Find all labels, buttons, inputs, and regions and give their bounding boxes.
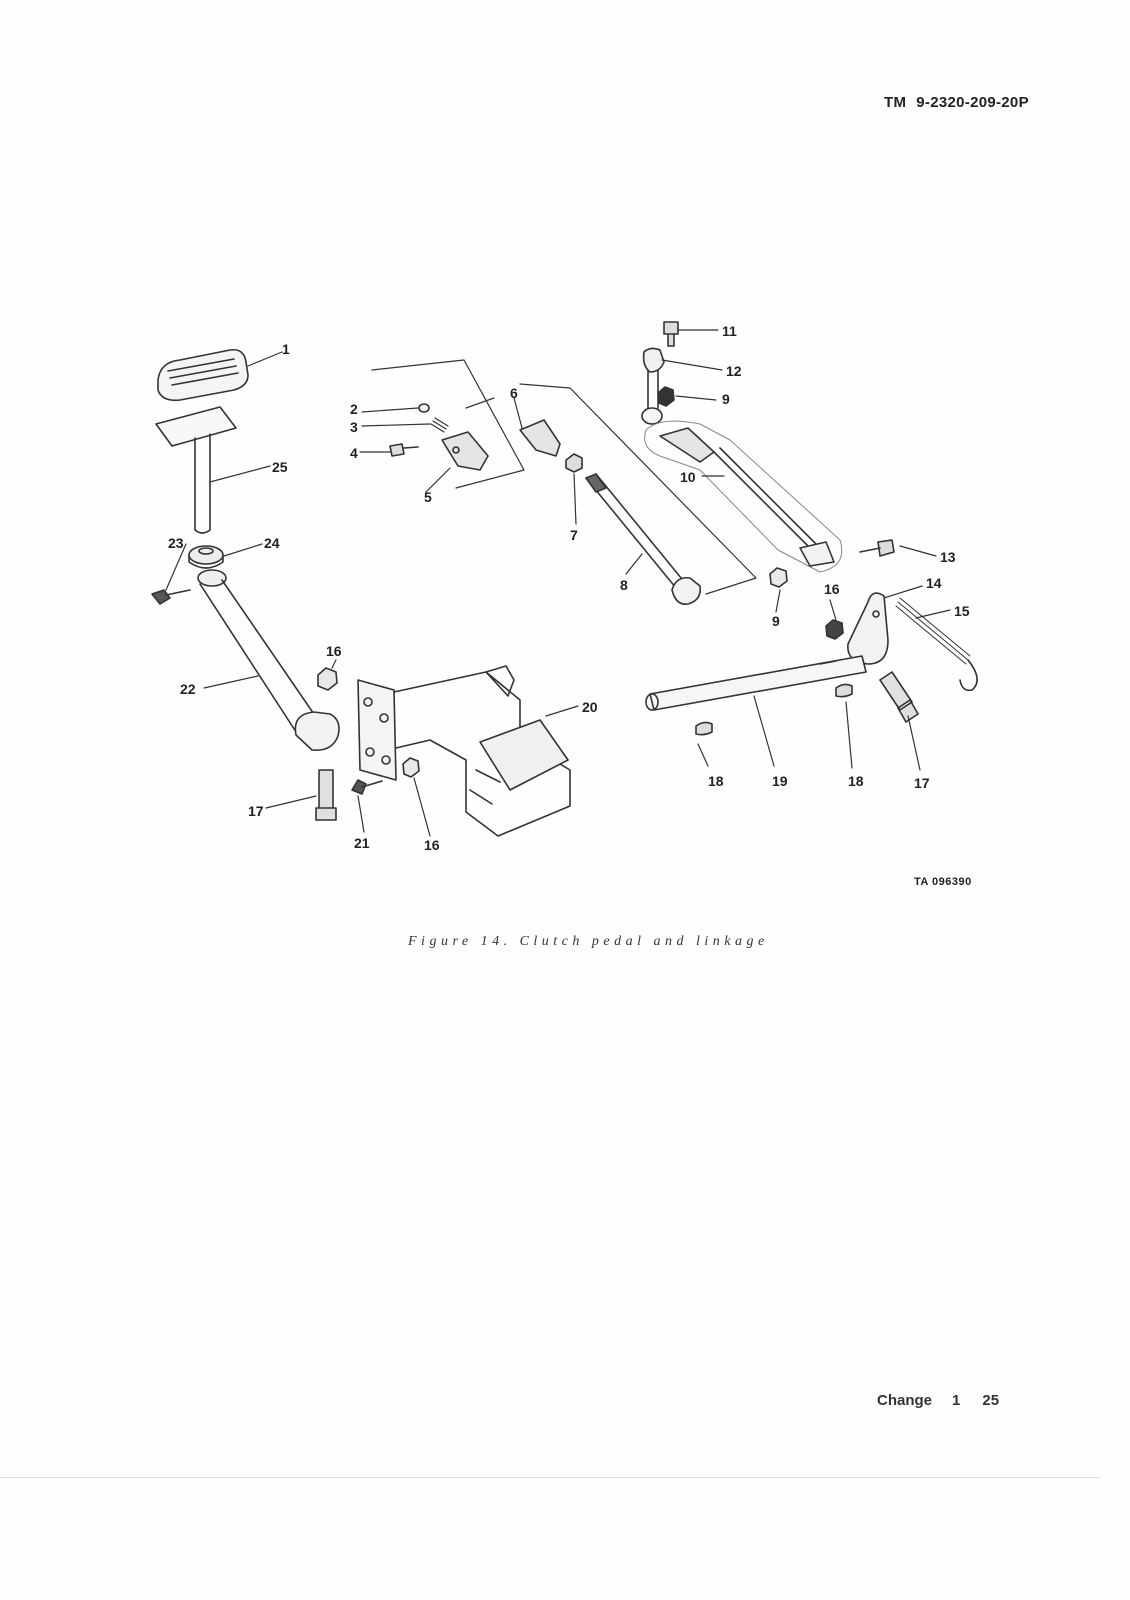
callout-1: 1 xyxy=(282,341,290,357)
figure-caption: Figure 14. Clutch pedal and linkage xyxy=(408,934,769,949)
callout-19: 19 xyxy=(772,773,788,789)
part-rod-8 xyxy=(585,473,702,606)
callout-20: 20 xyxy=(582,699,598,715)
change-label: Change xyxy=(877,1392,933,1409)
tm-number-header: TM 9-2320-209-20P xyxy=(884,94,1029,111)
figure-ta-code: TA 096390 xyxy=(914,876,972,888)
part-bolt-11 xyxy=(663,321,679,347)
callout-22: 22 xyxy=(180,681,196,697)
part-bellcrank-12 xyxy=(641,347,665,425)
part-nut-16a xyxy=(317,667,338,691)
callout-23: 23 xyxy=(168,535,184,551)
callout-16a: 16 xyxy=(326,643,342,659)
part-pin-4 xyxy=(389,443,419,457)
change-number: 1 xyxy=(952,1392,961,1409)
callout-15: 15 xyxy=(954,603,970,619)
part-pedal-rod xyxy=(155,406,237,534)
callout-5: 5 xyxy=(424,489,432,505)
part-bolt-21 xyxy=(351,779,383,795)
page-number: 25 xyxy=(982,1392,1000,1409)
callout-11: 11 xyxy=(722,323,737,339)
callout-18a: 18 xyxy=(708,773,724,789)
callout-21: 21 xyxy=(354,835,370,851)
callout-14: 14 xyxy=(926,575,942,591)
part-bolt-17a xyxy=(315,769,337,821)
callout-2: 2 xyxy=(350,401,358,417)
part-shaft-19 xyxy=(645,655,867,711)
callout-12: 12 xyxy=(726,363,742,379)
part-nut-9a xyxy=(657,386,675,407)
callout-24: 24 xyxy=(264,535,280,551)
part-nut-9b xyxy=(769,567,788,588)
leader-lines xyxy=(165,329,951,837)
callout-25: 25 xyxy=(272,459,288,475)
part-spacer xyxy=(188,545,224,569)
part-clevis-5 xyxy=(441,431,489,471)
tm-prefix: TM xyxy=(884,94,907,111)
bottom-edge-rule xyxy=(0,1477,1100,1478)
part-bracket xyxy=(357,665,571,837)
callout-7: 7 xyxy=(570,527,578,543)
part-pedal-pad xyxy=(157,348,249,402)
callout-8: 8 xyxy=(620,577,628,593)
callout-10: 10 xyxy=(680,469,696,485)
part-lever-14 xyxy=(847,592,889,665)
callout-17b: 17 xyxy=(914,775,930,791)
part-pedal-arm xyxy=(197,569,340,752)
callout-17a: 17 xyxy=(248,803,264,819)
callout-16c: 16 xyxy=(824,581,840,597)
callout-18b: 18 xyxy=(848,773,864,789)
callout-4: 4 xyxy=(350,445,358,461)
page-footer: Change 1 25 xyxy=(877,1392,999,1409)
part-bolt-17b xyxy=(879,671,919,723)
part-spring-3 xyxy=(430,417,449,433)
part-ball-2 xyxy=(418,403,430,413)
part-key-18b xyxy=(835,683,853,698)
part-clevis-6 xyxy=(519,419,561,457)
callout-13: 13 xyxy=(940,549,956,565)
part-bolt-23 xyxy=(151,589,191,605)
callout-9b: 9 xyxy=(772,613,780,629)
part-key-18a xyxy=(695,721,713,736)
callout-6: 6 xyxy=(510,385,518,401)
callout-3: 3 xyxy=(350,419,358,435)
part-nut-7 xyxy=(565,453,583,473)
part-rod-10 xyxy=(644,420,843,573)
part-nut-16c xyxy=(825,619,844,640)
callout-16b: 16 xyxy=(424,837,440,853)
part-spring-15 xyxy=(895,597,978,692)
tm-number: 9-2320-209-20P xyxy=(916,94,1029,111)
part-bolt-13 xyxy=(859,539,895,557)
callout-9a: 9 xyxy=(722,391,730,407)
part-nut-16b xyxy=(402,757,420,778)
